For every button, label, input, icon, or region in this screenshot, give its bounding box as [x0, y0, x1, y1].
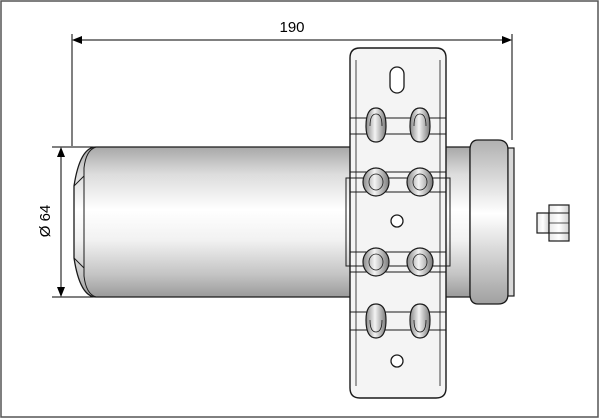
- clamp-lug: [409, 107, 431, 143]
- diameter-dimension: Ø 64: [37, 146, 96, 298]
- cylinder-dome-tip-top: [73, 175, 85, 187]
- diameter-dimension-label: Ø 64: [37, 205, 54, 238]
- clamp-lug: [406, 247, 434, 277]
- bracket-slot-hole: [389, 66, 405, 94]
- clamp-lug: [362, 247, 390, 277]
- clamp-lug: [362, 167, 390, 197]
- cylinder-dome-tip-bottom: [73, 257, 85, 269]
- clamp-lug: [409, 303, 431, 339]
- bracket-bottom-hole: [390, 354, 404, 368]
- fitting-small-nut: [536, 212, 550, 234]
- end-cap-flange: [507, 147, 515, 297]
- length-dimension: 190: [71, 19, 513, 146]
- end-cap-rounded: [469, 139, 509, 305]
- length-dimension-label: 190: [279, 19, 304, 36]
- clamp-lug: [365, 107, 387, 143]
- mounting-bracket: [345, 47, 451, 399]
- end-cap: [469, 139, 515, 305]
- bracket-center-hole: [390, 214, 404, 228]
- clamp-lug: [365, 303, 387, 339]
- port-fitting: [536, 204, 570, 242]
- cylinder-dome-edge: [83, 146, 97, 298]
- clamp-lug: [406, 167, 434, 197]
